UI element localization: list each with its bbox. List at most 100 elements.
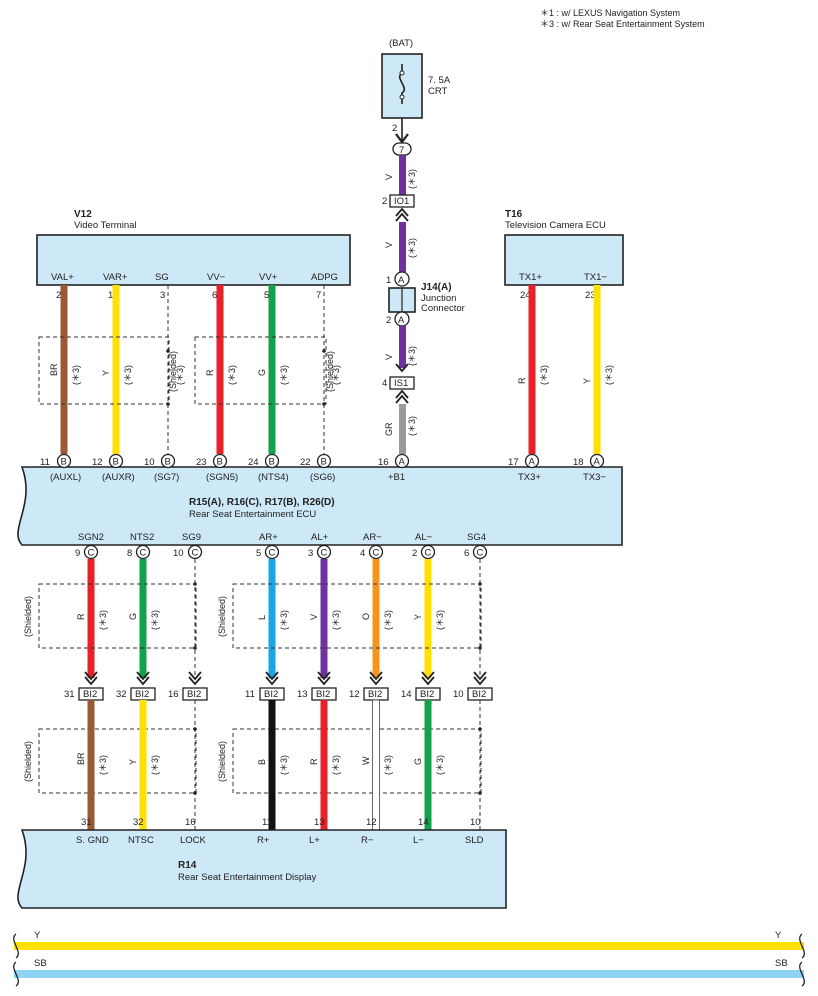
- v12-wire-code: Y: [101, 370, 111, 376]
- bi2-pin-num: 31: [64, 689, 75, 700]
- bi2-pin-num: 16: [168, 689, 179, 700]
- wire-bat-2: [399, 222, 406, 272]
- shield-box-low-right: [232, 728, 482, 794]
- ecu-top-pin: [394, 453, 410, 469]
- ecu-top-pin: [160, 453, 176, 469]
- ecu-bottom-pin: [83, 544, 99, 560]
- ecu-top-pin-num: 17: [508, 457, 519, 468]
- ecu-top-pin: [524, 453, 540, 469]
- legend-code-left: SB: [34, 958, 47, 969]
- arrow-icon: [395, 207, 409, 222]
- ecu-codes: R15(A), R16(C), R17(B), R26(D): [189, 497, 335, 508]
- v12-pin-num: 3: [160, 290, 165, 301]
- bi2-wire-code: R: [309, 758, 319, 765]
- wire-bat-3-code: V: [384, 354, 394, 360]
- t16-wire-code: Y: [582, 378, 592, 384]
- v12-pin-label: VAR+: [103, 272, 128, 283]
- bi2-label: BI2: [135, 689, 149, 700]
- ecu-top-pin: [589, 453, 605, 469]
- splice-dot: [478, 791, 482, 795]
- bi2-wire-note: (＊3): [383, 755, 393, 775]
- ecu-bottom-pin-label: SG4: [467, 532, 486, 543]
- bi2-wire-note: (＊3): [331, 755, 341, 775]
- ecu-top-pin-letter: B: [217, 457, 223, 468]
- shield-label-upper-left: (Shielded): [168, 351, 178, 392]
- ecu-name: Rear Seat Entertainment ECU: [189, 509, 316, 520]
- ecu-bottom-pin-num: 8: [127, 548, 132, 559]
- arrow-icon: [265, 671, 279, 686]
- splice-dot: [193, 791, 197, 795]
- ecu-top-pin: [212, 453, 228, 469]
- bi2-wire: [372, 699, 380, 831]
- v12-name: Video Terminal: [74, 220, 137, 231]
- ecu-bottom-pin-label: AL+: [311, 532, 329, 543]
- bi2-wire: [424, 700, 432, 830]
- bi2-label: BI2: [264, 689, 278, 700]
- bi2-wire-code: W: [361, 756, 371, 765]
- wire-bat-1-note: (＊3): [407, 169, 417, 189]
- v12-wire-code: G: [257, 369, 267, 376]
- ecu-top-pin-label: (SG7): [154, 472, 179, 483]
- ecu-top-pin-label: TX3−: [583, 472, 606, 483]
- fuse-rating: 7. 5A: [428, 75, 451, 86]
- ecu-bottom-pin-num: 10: [173, 548, 184, 559]
- v12-wire: [268, 285, 276, 454]
- bi2-pin-num: 32: [116, 689, 127, 700]
- ecu-bottom-pin-label: NTS2: [130, 532, 154, 543]
- bi2-label: BI2: [472, 689, 486, 700]
- v12-wire-note: (＊3): [175, 365, 185, 385]
- splice-dot: [322, 349, 326, 353]
- bi2-wire-note: (＊3): [435, 755, 445, 775]
- wire-bat-3: [399, 326, 406, 368]
- r14-pin-num: 13: [314, 817, 325, 828]
- ecu-top-pins: B11(AUXL)B12(AUXR)B10(SG7)B23(SGN5)B24(N…: [40, 453, 606, 483]
- bi2-pin-num: 12: [349, 689, 360, 700]
- shield-label-low-left: (Shielded): [23, 741, 33, 782]
- v12-pin-label: VAL+: [51, 272, 74, 283]
- r14-pin-label: NTSC: [128, 835, 154, 846]
- ecu-bottom-pin-label: AR−: [363, 532, 382, 543]
- t16-code: T16: [505, 209, 523, 220]
- ecu-top-pin-letter: B: [321, 457, 327, 468]
- ecu-top-pin-num: 10: [144, 457, 155, 468]
- ecu-mid-wire-code: O: [361, 613, 371, 620]
- v12-pin-label: VV−: [207, 272, 226, 283]
- v12-pin-label: VV+: [259, 272, 278, 283]
- io1-connector: [389, 194, 415, 208]
- arrow-icon: [188, 671, 202, 686]
- v12-wire: [60, 285, 68, 454]
- fuse-source: (BAT): [389, 38, 413, 49]
- ecu-bottom-pin: [316, 544, 332, 560]
- ecu-bottom-pin-num: 6: [464, 548, 469, 559]
- j14-line1: Junction: [421, 293, 456, 304]
- ecu-top-pin-num: 18: [573, 457, 584, 468]
- v12-wire-note: (＊3): [123, 365, 133, 385]
- fuse-box: [381, 53, 423, 119]
- is1-connector: [389, 376, 415, 390]
- r14-pin-num: 16: [185, 817, 196, 828]
- v12-wire-note: (＊3): [71, 365, 81, 385]
- bi2-pin-num: 11: [245, 689, 255, 700]
- t16-name: Television Camera ECU: [505, 220, 606, 231]
- v12-pin-num: 5: [264, 290, 269, 301]
- arrow-icon: [473, 671, 487, 686]
- bi2-wire-code: Y: [128, 759, 138, 765]
- shield-box-mid-right: [232, 583, 482, 649]
- ecu-mid-wire-note: (＊3): [331, 610, 341, 630]
- bi2-label: BI2: [316, 689, 330, 700]
- ecu-top-pin-label: (AUXL): [50, 472, 81, 483]
- break-icon: [13, 961, 19, 987]
- legend-code-right: Y: [775, 930, 782, 941]
- r14-box: [17, 829, 507, 909]
- v12-pin-num: 1: [108, 290, 113, 301]
- ecu-top-pin-num: 24: [248, 457, 259, 468]
- ecu-top-pin: [108, 453, 124, 469]
- shield-box-mid-left: [38, 583, 197, 649]
- ecu-bottom-pin-letter: C: [140, 548, 147, 559]
- j14-line2: Connector: [421, 303, 465, 314]
- arrow-icon: [395, 133, 409, 144]
- note-1: ＊1 : w/ LEXUS Navigation System: [540, 8, 680, 18]
- ecu-top-pin-label: (AUXR): [102, 472, 135, 483]
- ecu-bottom-pin: [420, 544, 436, 560]
- bi2-label: BI2: [187, 689, 201, 700]
